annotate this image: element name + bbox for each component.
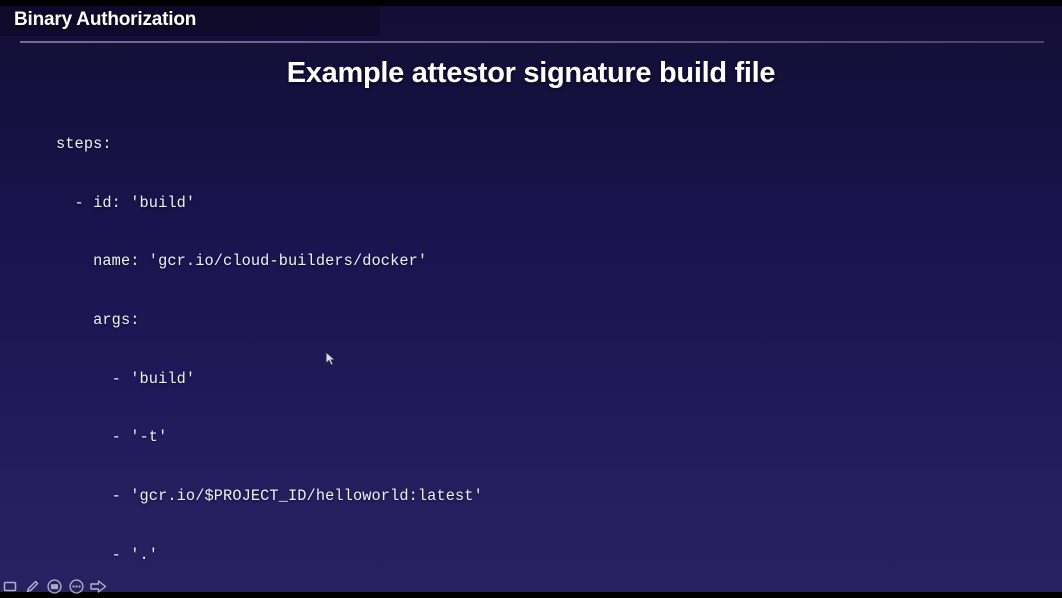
code-line: - 'build' (56, 369, 196, 388)
yaml-code-block: steps: - id: 'build' name: 'gcr.io/cloud… (56, 96, 1041, 592)
code-line: args: (56, 311, 140, 330)
header-divider-rule (20, 41, 1044, 43)
mouse-cursor-icon (325, 351, 337, 367)
slide-title: Example attestor signature build file (286, 57, 776, 89)
pointer-tool-icon[interactable] (0, 576, 21, 597)
code-line: - id: 'build' (56, 193, 196, 212)
top-letterbox-bar (0, 0, 1062, 6)
code-line: name: 'gcr.io/cloud-builders/docker' (56, 252, 428, 271)
slide-canvas: Binary Authorization Example attestor si… (0, 6, 1062, 592)
more-options-tool-icon[interactable] (66, 576, 87, 597)
code-line: - '.' (56, 545, 159, 564)
code-line: steps: (56, 135, 112, 154)
pen-tool-icon[interactable] (22, 576, 43, 597)
slide-header-band (0, 6, 380, 36)
bottom-letterbox-bar (0, 592, 1062, 598)
present-screen-tool-icon[interactable] (44, 576, 65, 597)
code-line: - '-t' (56, 428, 168, 447)
next-slide-arrow-icon[interactable] (88, 576, 109, 597)
slide-kicker-title: Binary Authorization (14, 9, 197, 30)
presenter-toolbar[interactable] (0, 574, 109, 598)
code-line: - 'gcr.io/$PROJECT_ID/helloworld:latest' (56, 486, 483, 505)
